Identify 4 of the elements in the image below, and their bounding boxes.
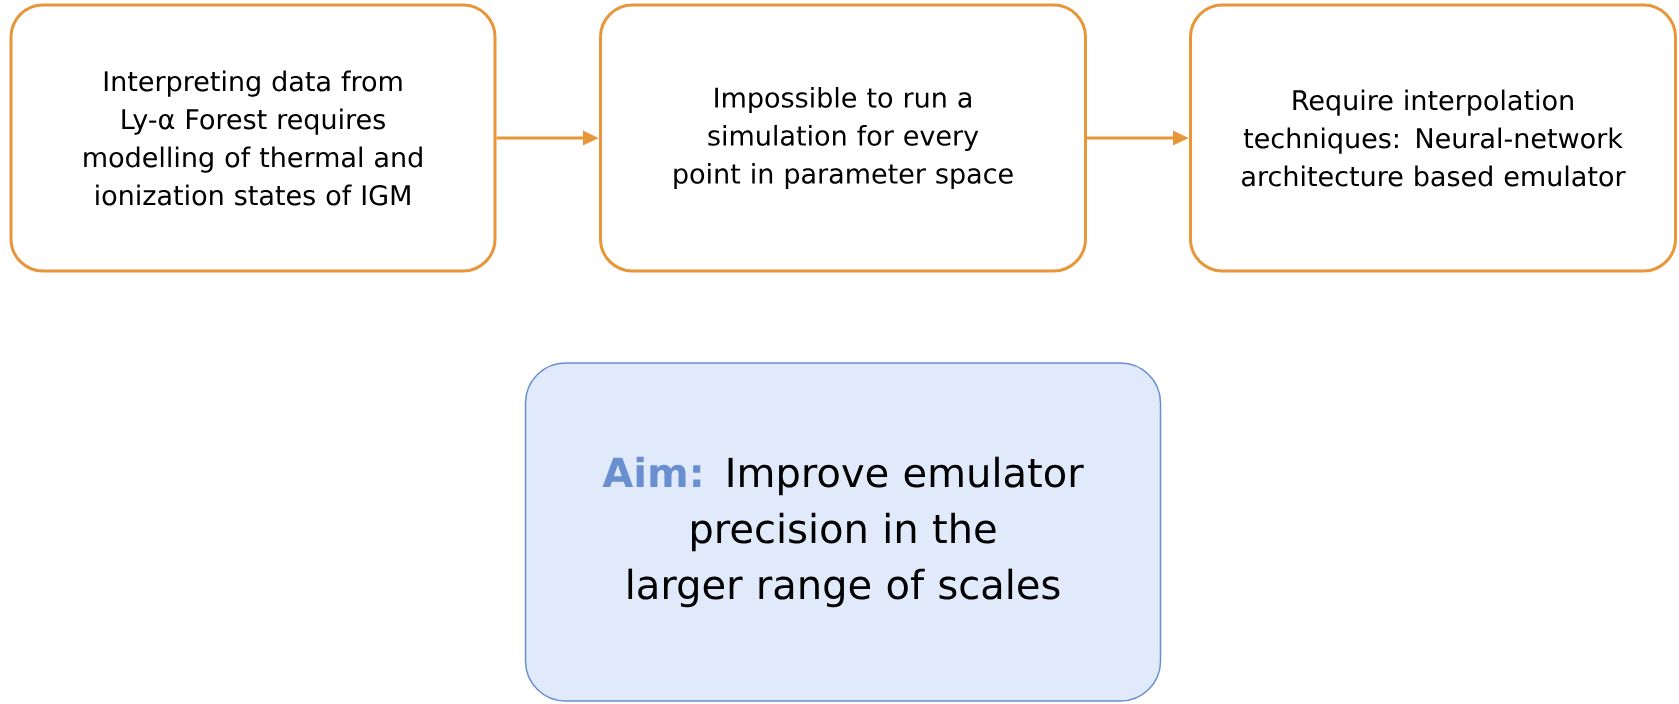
process-box: Impossible to run a simulation for every point in parameter space: [599, 3, 1087, 273]
process-box: Interpreting data from Ly-α Forest requires modelling of thermal and ionization states of IGM: [9, 3, 497, 273]
process-box: Require interpolation techniques: Neural-network architecture based emulator: [1189, 3, 1677, 273]
aim-box: Aim: Improve emulator precision in the larger range of scales: [524, 362, 1162, 702]
